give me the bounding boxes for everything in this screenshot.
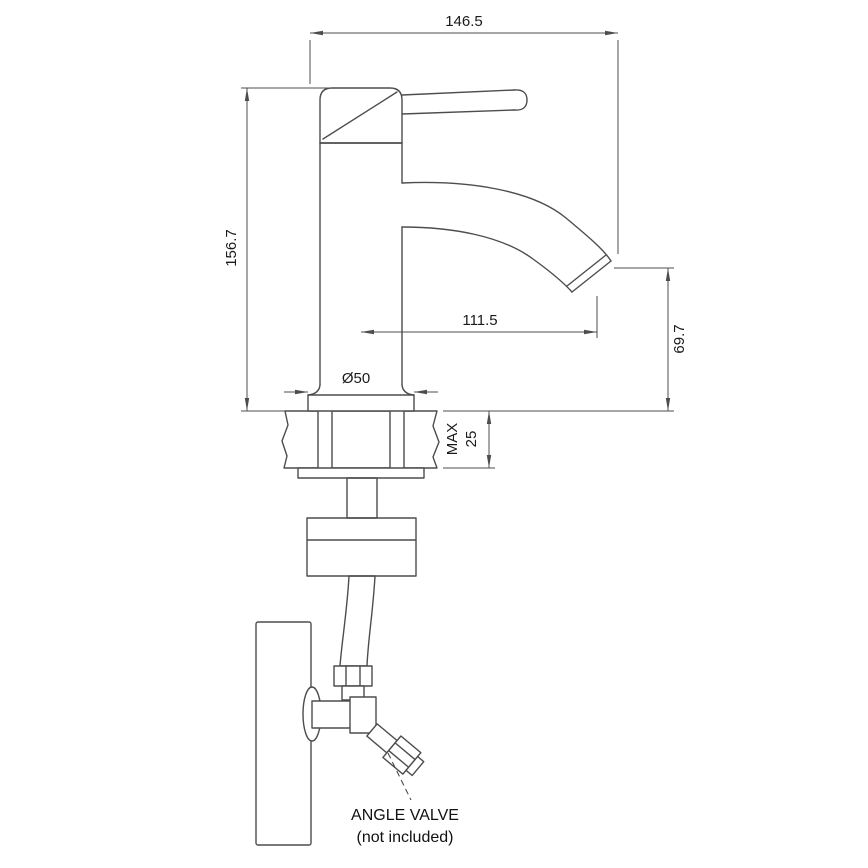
wall-plate (255, 621, 312, 846)
coupling-facet-lines (345, 665, 361, 687)
base-flange (307, 394, 415, 412)
hose-coupling-nut (333, 665, 373, 687)
counter-block-right (403, 410, 440, 469)
dim-overall-reach-label: 146.5 (445, 13, 483, 30)
hose-upper-section (346, 477, 378, 519)
countertop-section (281, 410, 440, 469)
angle-valve-assembly (255, 621, 425, 846)
hex-facet-lines (388, 742, 416, 768)
dimensions: 146.5 156.7 111.5 69.7 Ø50 MAX 25 (223, 13, 688, 469)
dim-overall-height-label: 156.7 (223, 229, 240, 267)
flexible-hose (339, 575, 376, 667)
base-flare-left (307, 384, 321, 396)
dim-max-value-label: 25 (463, 431, 480, 448)
spout-inner-curve (401, 226, 573, 293)
base-flare-right (401, 384, 415, 396)
spout-outer-curve (401, 181, 612, 262)
head-joint-diagonal (322, 91, 398, 140)
fixing-assembly (297, 467, 425, 667)
valve-block (349, 696, 377, 734)
outlet-end-cap (405, 755, 425, 777)
spout-tip-face (571, 260, 612, 293)
lever-handle-top (401, 89, 515, 96)
threaded-tailpiece (331, 410, 391, 469)
angle-valve-leader-line (387, 752, 412, 801)
dim-base-diameter-label: Ø50 (342, 370, 370, 387)
dim-max-label: MAX (444, 423, 461, 456)
note-not-included: (not included) (357, 829, 454, 846)
lever-handle-bottom (401, 109, 515, 115)
ribbed-mounting-nut (306, 517, 417, 577)
lever-handle-end-cap (513, 89, 528, 111)
note-angle-valve: ANGLE VALVE (351, 807, 459, 824)
notes: ANGLE VALVE (not included) (351, 807, 459, 846)
dim-spout-reach-label: 111.5 (462, 312, 497, 329)
valve-angled-outlet (366, 723, 425, 777)
faucet (307, 87, 612, 412)
valve-inlet-body (311, 700, 353, 729)
backnut-washer (297, 467, 425, 479)
dim-spout-height-label: 69.7 (671, 324, 688, 353)
spout-aerator-line (566, 254, 607, 287)
counter-block-left (281, 410, 319, 469)
